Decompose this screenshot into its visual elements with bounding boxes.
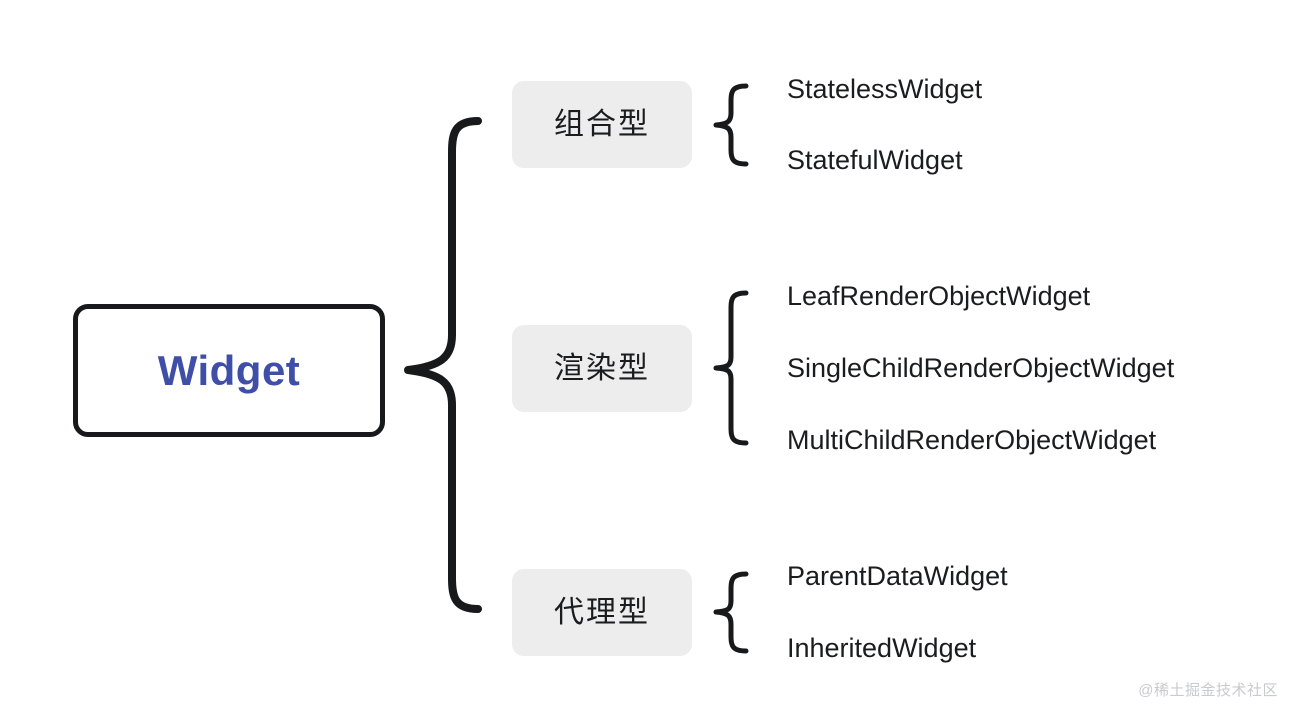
category-chip-render[interactable]: 渲染型 (512, 325, 692, 412)
watermark: @稀土掘金技术社区 (1138, 682, 1278, 699)
category-chip-label: 渲染型 (554, 351, 650, 385)
category-chip-label: 组合型 (554, 107, 650, 141)
leaf-parent-data-widget[interactable]: ParentDataWidget (787, 561, 1008, 591)
leaf-stateless-widget[interactable]: StatelessWidget (787, 74, 983, 104)
group-brace-1-icon (713, 290, 749, 446)
group-brace-2-icon (713, 571, 749, 654)
leaf-multi-child-render-object-widget[interactable]: MultiChildRenderObjectWidget (787, 425, 1157, 455)
category-chip-label: 代理型 (554, 595, 650, 629)
group-brace-0-icon (713, 83, 749, 167)
leaf-leaf-render-object-widget[interactable]: LeafRenderObjectWidget (787, 281, 1091, 311)
main-brace-icon (404, 117, 482, 613)
category-chip-composition[interactable]: 组合型 (512, 81, 692, 168)
category-chip-proxy[interactable]: 代理型 (512, 569, 692, 656)
leaf-stateful-widget[interactable]: StatefulWidget (787, 145, 963, 175)
root-node-label: Widget (157, 346, 301, 394)
leaf-single-child-render-object-widget[interactable]: SingleChildRenderObjectWidget (787, 353, 1175, 383)
root-node-widget[interactable]: Widget (73, 304, 385, 437)
leaf-inherited-widget[interactable]: InheritedWidget (787, 633, 977, 663)
